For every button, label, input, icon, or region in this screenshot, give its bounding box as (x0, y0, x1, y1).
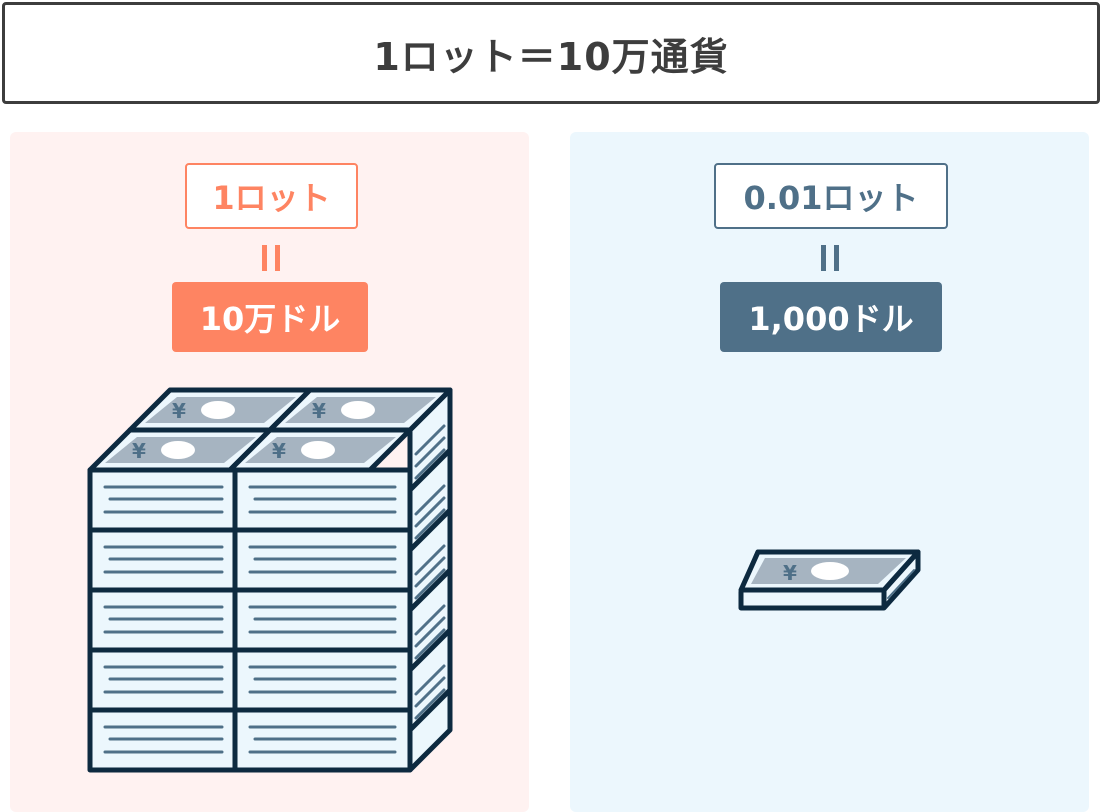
svg-text:¥: ¥ (312, 399, 326, 423)
svg-text:¥: ¥ (172, 399, 186, 423)
right-amount-label: 1,000ドル (720, 282, 942, 352)
right-equals-icon (821, 245, 839, 271)
svg-text:¥: ¥ (132, 439, 146, 463)
left-amount-label: 10万ドル (172, 282, 368, 352)
left-lot-label: 1ロット (185, 163, 358, 229)
title-text: 1ロット＝10万通貨 (373, 34, 729, 79)
right-lot-label: 0.01ロット (714, 163, 948, 229)
svg-text:¥: ¥ (783, 561, 797, 585)
right-panel: 0.01ロット 1,000ドル (570, 132, 1089, 812)
left-equals-icon (262, 245, 280, 271)
svg-text:¥: ¥ (272, 439, 286, 463)
title-box: 1ロット＝10万通貨 (2, 2, 1100, 104)
